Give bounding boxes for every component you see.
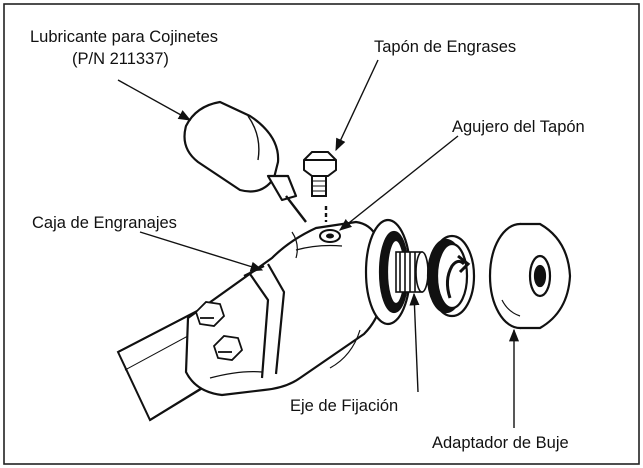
leader-lubricant [117,79,192,121]
clamp-bolt-upper [194,301,226,327]
label-hub-adapter: Adaptador de Buje [432,434,569,452]
retaining-ring [426,234,476,318]
label-lubricant-line2: (P/N 211337) [72,50,169,68]
lubricant-bottle [183,100,307,223]
label-locking-shaft: Eje de Fijación [290,397,398,415]
label-grease-plug: Tapón de Engrases [374,38,516,56]
grease-plug [303,151,337,197]
label-gearbox: Caja de Engranajes [32,214,177,232]
clamp-bolt-lower [212,335,244,361]
leader-gearbox [139,231,264,272]
leader-lines [117,59,520,428]
hub-adapter [488,222,572,330]
leader-plug-hole [339,135,459,231]
leader-locking-shaft [409,292,420,393]
label-plug-hole: Agujero del Tapón [452,118,585,136]
label-lubricant-line1: Lubricante para Cojinetes [30,28,218,46]
locking-shaft-spline [395,251,429,293]
leader-grease-plug [335,59,379,152]
